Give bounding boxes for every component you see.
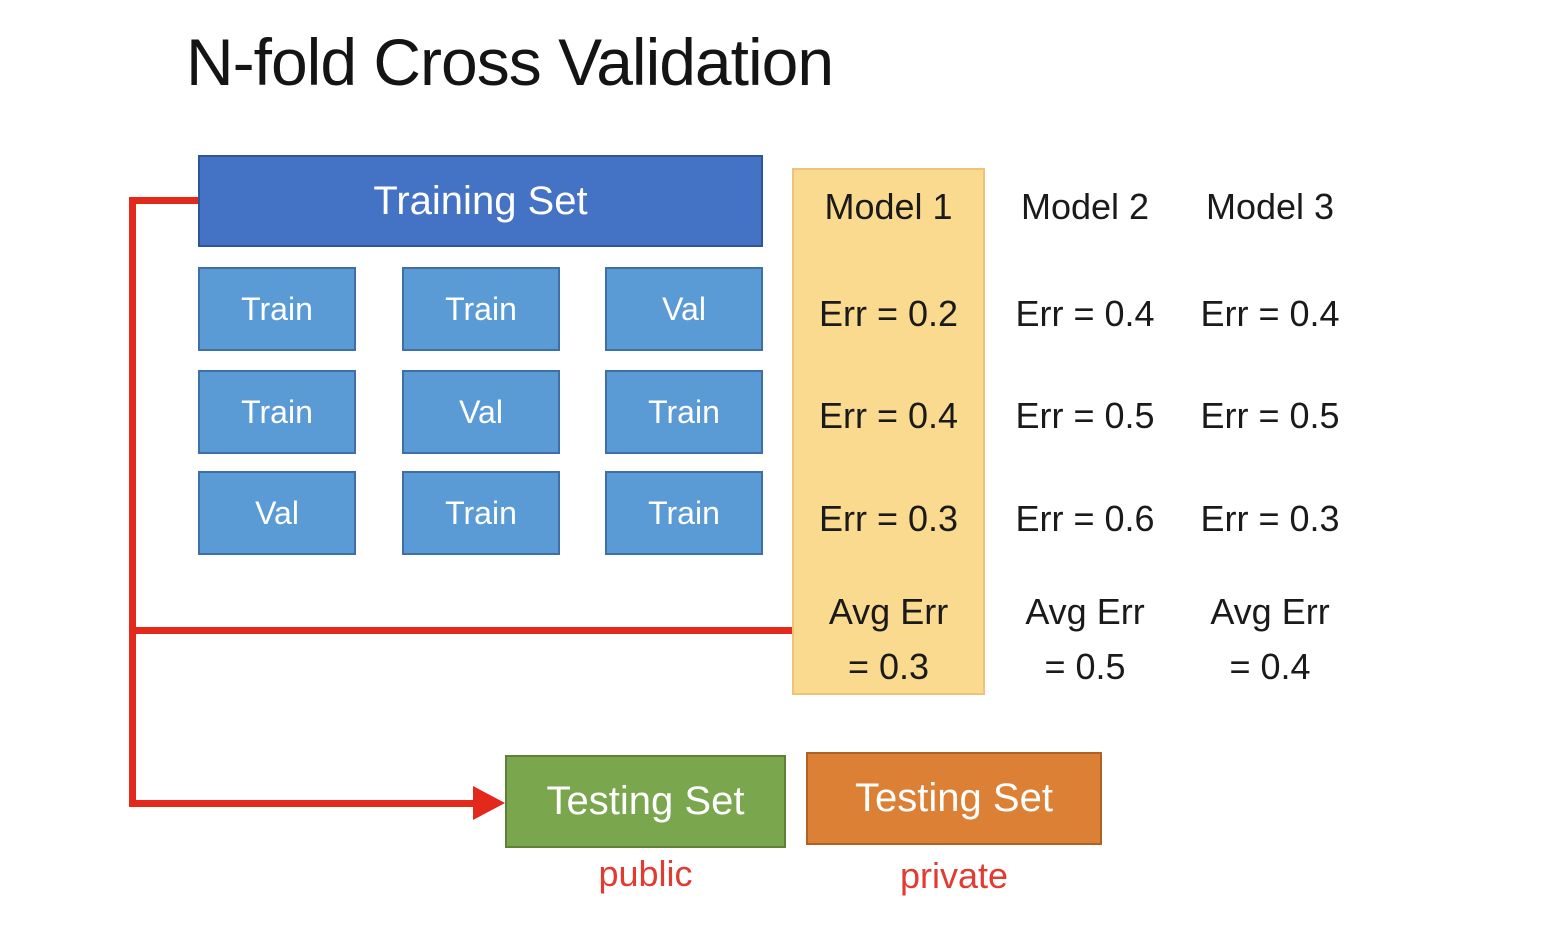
fold-cell-label: Train xyxy=(648,494,720,531)
testing-set-label: Testing Set xyxy=(855,776,1053,820)
model-column-3: Model 3 Err = 0.4 Err = 0.5 Err = 0.3 Av… xyxy=(1170,168,1370,695)
arrowhead-icon xyxy=(473,786,505,820)
fold-cell: Train xyxy=(198,267,356,351)
model-error: Err = 0.3 xyxy=(818,498,959,539)
model-avg-value: = 0.5 xyxy=(1044,646,1126,687)
model-error: Err = 0.5 xyxy=(1015,395,1155,436)
model-avg-error: Avg Err = 0.5 xyxy=(985,584,1185,694)
page-title: N-fold Cross Validation xyxy=(186,25,834,99)
model-avg-error: Avg Err = 0.4 xyxy=(1170,584,1370,694)
testing-set-label: Testing Set xyxy=(546,779,745,823)
testing-set-private-box: Testing Set xyxy=(806,752,1102,845)
flow-line-bottom-horizontal xyxy=(129,800,475,807)
fold-cell-label: Train xyxy=(648,393,720,430)
fold-cell-label: Val xyxy=(459,393,503,430)
fold-cell: Train xyxy=(402,267,560,351)
model-column-1: Model 1 Err = 0.2 Err = 0.4 Err = 0.3 Av… xyxy=(789,168,988,695)
flow-line-middle-horizontal xyxy=(129,627,792,634)
fold-cell: Train xyxy=(605,370,763,454)
model-name: Model 1 xyxy=(824,186,953,227)
caption-private: private xyxy=(899,855,1009,896)
caption-public: public xyxy=(598,853,693,894)
model-column-2: Model 2 Err = 0.4 Err = 0.5 Err = 0.6 Av… xyxy=(985,168,1185,695)
model-name: Model 3 xyxy=(1205,186,1335,227)
fold-cell: Val xyxy=(605,267,763,351)
training-set-box: Training Set xyxy=(198,155,763,247)
model-error: Err = 0.4 xyxy=(1200,293,1340,334)
model-error: Err = 0.6 xyxy=(1015,498,1155,539)
fold-cell: Train xyxy=(402,471,560,555)
model-avg-label: Avg Err xyxy=(828,591,949,632)
flow-line-vertical xyxy=(129,197,136,807)
testing-set-public-box: Testing Set xyxy=(505,755,786,848)
model-error: Err = 0.2 xyxy=(818,293,959,334)
fold-cell-label: Val xyxy=(255,494,299,531)
model-error: Err = 0.4 xyxy=(818,395,959,436)
fold-cell: Train xyxy=(605,471,763,555)
model-avg-error: Avg Err = 0.3 xyxy=(789,584,988,694)
model-error: Err = 0.4 xyxy=(1015,293,1155,334)
model-error: Err = 0.3 xyxy=(1200,498,1340,539)
fold-cell: Train xyxy=(198,370,356,454)
fold-cell-label: Train xyxy=(445,494,517,531)
training-set-label: Training Set xyxy=(373,178,588,223)
model-name: Model 2 xyxy=(1020,186,1150,227)
fold-cell: Val xyxy=(402,370,560,454)
flow-line-top-horizontal xyxy=(129,197,199,204)
fold-cell-label: Train xyxy=(445,290,517,327)
fold-cell-label: Train xyxy=(241,393,313,430)
model1-highlight-panel xyxy=(792,168,985,695)
fold-cell-label: Val xyxy=(662,290,706,327)
model-error: Err = 0.5 xyxy=(1200,395,1340,436)
model-avg-value: = 0.4 xyxy=(1229,646,1311,687)
model-avg-label: Avg Err xyxy=(1210,591,1330,632)
model-avg-value: = 0.3 xyxy=(847,646,930,687)
model-avg-label: Avg Err xyxy=(1025,591,1145,632)
fold-cell: Val xyxy=(198,471,356,555)
fold-cell-label: Train xyxy=(241,290,313,327)
